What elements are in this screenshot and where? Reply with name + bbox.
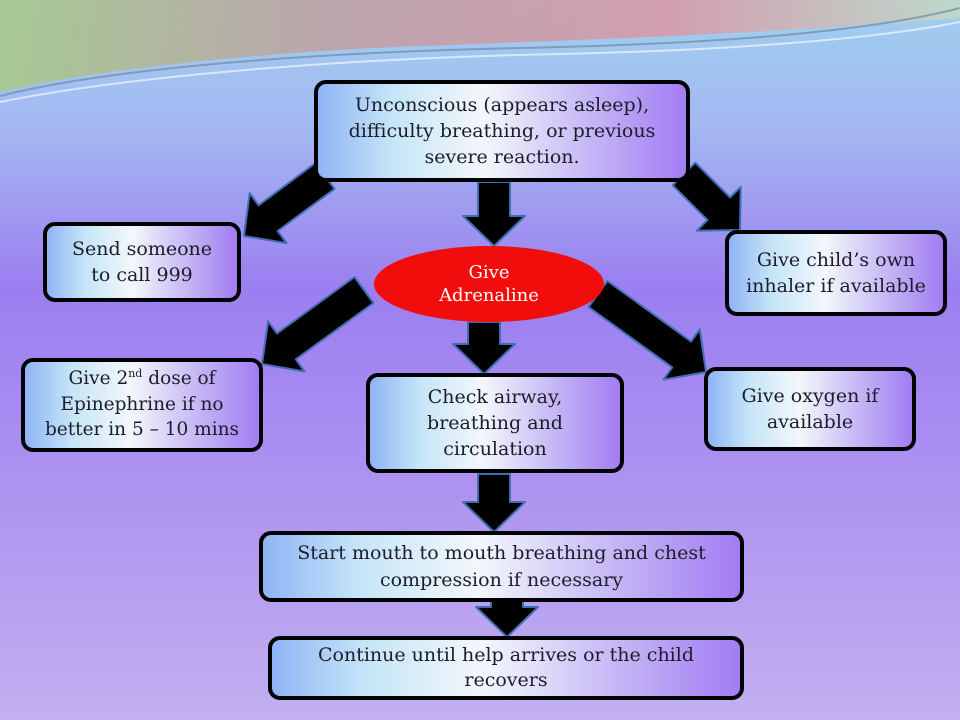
arrow-to-oxygen xyxy=(587,280,707,381)
own-inhaler-box: Give child’s own inhaler if available xyxy=(725,230,947,316)
arrow-to-own-inhaler xyxy=(671,161,742,232)
adrenaline-line2: Adrenaline xyxy=(439,285,539,306)
arrow-to-mouth-to-mouth xyxy=(462,473,526,533)
mouth-to-mouth-box: Start mouth to mouth breathing and chest… xyxy=(259,531,744,602)
send-call-box: Send someone to call 999 xyxy=(43,222,241,302)
adrenaline-line1: Give xyxy=(468,261,510,283)
decorative-wave-header xyxy=(0,0,960,103)
arrow-to-continue xyxy=(475,600,539,638)
unconscious-box: Unconscious (appears asleep), difficulty… xyxy=(314,80,690,182)
arrow-to-send-call xyxy=(243,162,336,245)
check-airway-box: Check airway, breathing and circulation xyxy=(366,373,624,473)
arrow-to-check-airway xyxy=(452,321,516,375)
continue-box: Continue until help arrives or the child… xyxy=(268,636,744,700)
give-adrenaline-oval: Give Adrenaline xyxy=(374,246,604,322)
arrow-to-second-dose xyxy=(261,276,375,373)
second-dose-box: Give 2nd dose of Epinephrine if no bette… xyxy=(21,358,263,452)
arrow-to-adrenaline xyxy=(462,181,526,247)
oxygen-box: Give oxygen if available xyxy=(704,367,916,451)
second-dose-text: Give 2nd dose of Epinephrine if no bette… xyxy=(44,367,240,440)
